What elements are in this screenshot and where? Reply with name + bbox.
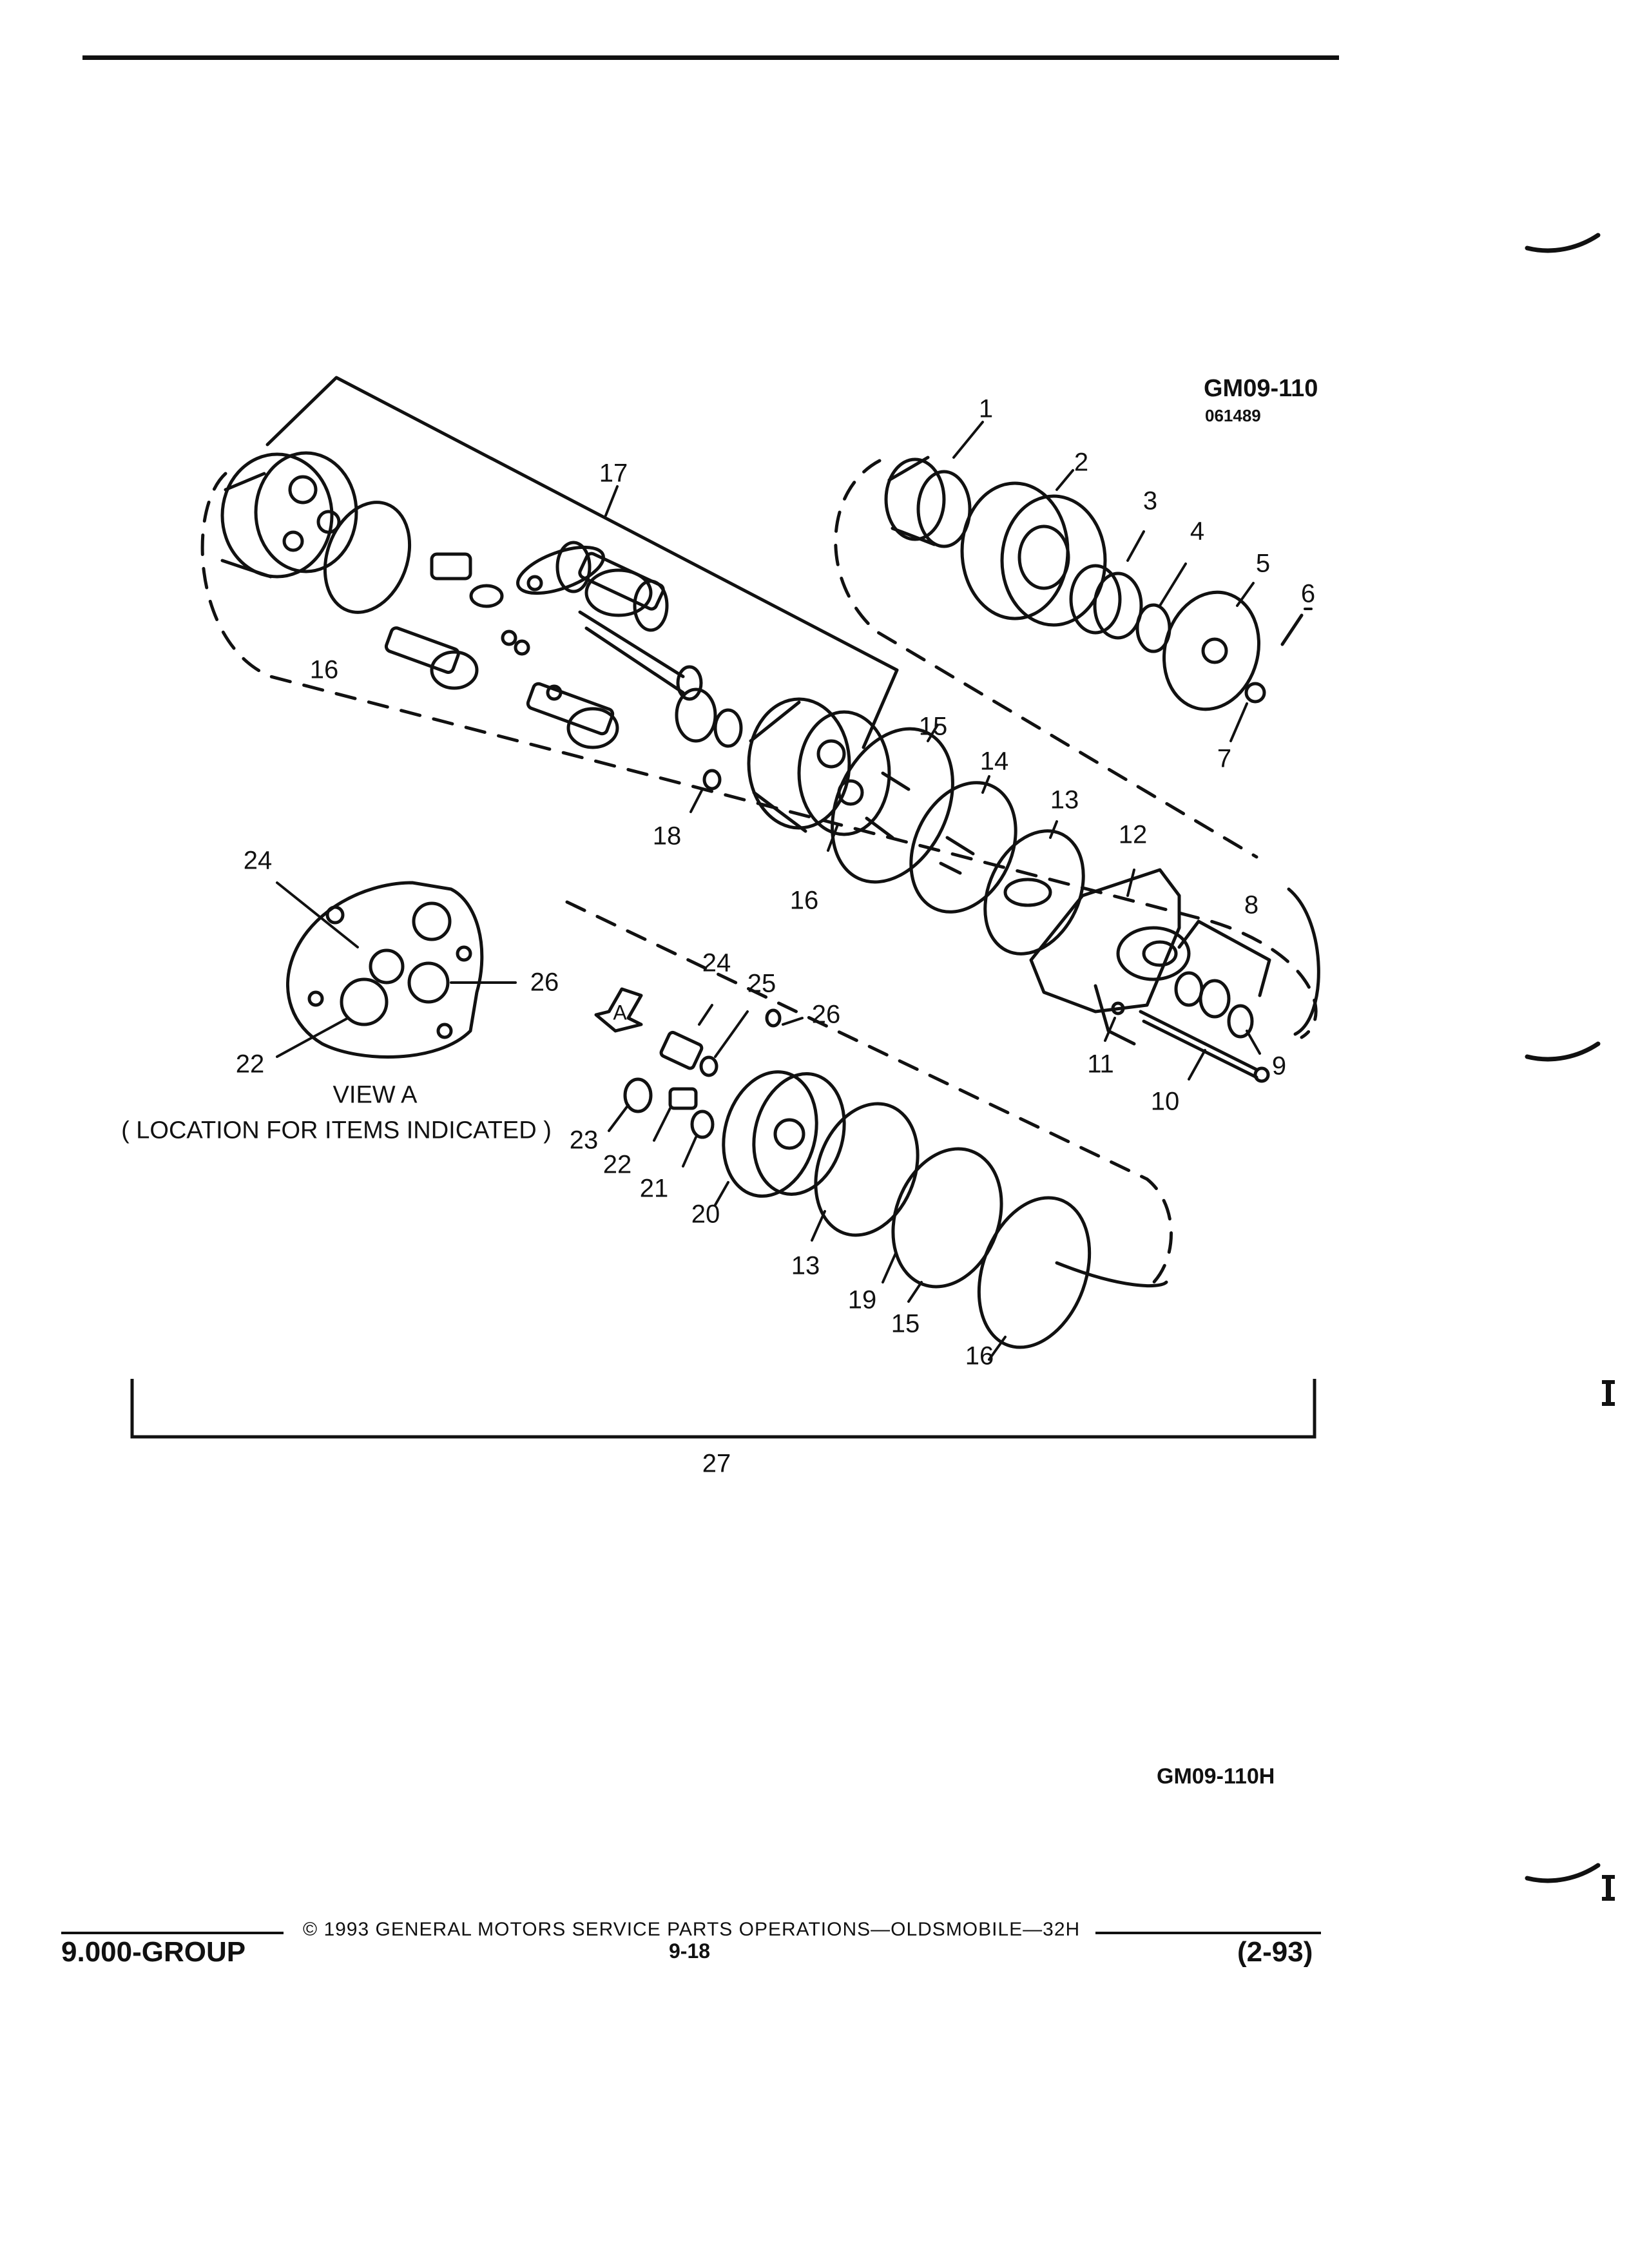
callout-13b: 13 [791, 1251, 820, 1280]
callout-24a: 24 [243, 846, 273, 875]
callout-16b: 16 [789, 886, 819, 915]
figure-code: GM09-110 [1204, 375, 1318, 402]
bearing-3 [1069, 530, 1145, 640]
suction-reed-14 [909, 781, 1017, 914]
callout-10: 10 [1150, 1087, 1180, 1116]
footer-page-number: 9-18 [669, 1939, 711, 1963]
view-a-caption: ( LOCATION FOR ITEMS INDICATED ) [121, 1117, 552, 1144]
callout-8: 8 [1244, 890, 1259, 919]
seal-8a [1174, 971, 1204, 1007]
callout-12: 12 [1118, 820, 1148, 849]
switch-22 [668, 1087, 698, 1110]
view-a-detail [276, 881, 517, 1059]
o-ring-25 [699, 1055, 718, 1077]
bracket-27 [130, 1379, 1316, 1439]
snap-ring-23 [623, 1077, 653, 1113]
bracket-8 [1177, 919, 1271, 997]
pin-6 [1280, 613, 1304, 646]
gasket-13b [814, 1102, 920, 1237]
rear-envelope [1055, 1261, 1168, 1288]
callout-23: 23 [569, 1126, 599, 1155]
assembly-envelope-lower [565, 900, 1173, 1291]
footer-copyright: © 1993 GENERAL MOTORS SERVICE PARTS OPER… [303, 1919, 1081, 1940]
nut-7 [1244, 682, 1266, 704]
callout-16c: 16 [965, 1341, 994, 1370]
callout-2: 2 [1074, 448, 1089, 477]
callout-16a: 16 [309, 655, 339, 684]
callout-25: 25 [747, 969, 776, 998]
front-head-12 [1029, 868, 1191, 1046]
callout-13a: 13 [1050, 785, 1079, 814]
callout-7: 7 [1217, 744, 1232, 773]
gasket-13a [983, 829, 1085, 956]
part-18 [702, 769, 722, 791]
figure-date-code: 061489 [1205, 406, 1261, 425]
assembly-envelope-upper [200, 472, 1318, 1039]
callout-15b: 15 [891, 1309, 920, 1338]
view-a-arrow-letter: A [613, 1001, 627, 1024]
footer-rule-left [61, 1932, 284, 1934]
callout-21: 21 [639, 1174, 669, 1203]
footer-date: (2-93) [1237, 1936, 1313, 1968]
callout-9: 9 [1271, 1052, 1287, 1081]
leader-17 [604, 485, 619, 517]
hub-5 [1162, 582, 1261, 711]
callout-26b: 26 [811, 1000, 841, 1029]
callout-19: 19 [847, 1285, 877, 1314]
part-26 [765, 1008, 782, 1028]
margin-marks [1525, 233, 1615, 1901]
callout-22b: 22 [602, 1150, 632, 1179]
callout-3: 3 [1142, 486, 1158, 515]
front-head-envelope [1287, 887, 1320, 1036]
top-rule [82, 55, 1339, 60]
seal-8b [1199, 979, 1231, 1019]
through-bolt-10 [1139, 1010, 1258, 1072]
callout-4: 4 [1190, 517, 1205, 546]
footer-group: 9.000-GROUP [61, 1936, 246, 1968]
bracket-27-label: 27 [702, 1449, 731, 1478]
callout-20: 20 [691, 1200, 720, 1229]
part-11 [1111, 1001, 1125, 1015]
front-cylinder [747, 697, 891, 836]
valve-plate-15a [831, 727, 954, 884]
piston-shaft-group [384, 541, 743, 749]
view-a-label: VIEW A [333, 1081, 418, 1109]
view-a-arrow [594, 987, 643, 1033]
callout-18: 18 [652, 822, 682, 850]
footer-rule-right [1095, 1932, 1321, 1934]
rear-head-20 [714, 1070, 846, 1206]
callout-22a: 22 [235, 1050, 265, 1079]
callout-26a: 26 [530, 968, 559, 997]
o-ring-16c [977, 1196, 1092, 1349]
callout-6: 6 [1300, 579, 1316, 608]
valve-plate-15b [891, 1147, 1003, 1289]
o-ring-21 [690, 1110, 715, 1139]
callout-17: 17 [599, 459, 628, 488]
bottom-figure-code: GM09-110H [1157, 1764, 1275, 1789]
callout-15a: 15 [918, 712, 948, 741]
callout-11: 11 [1087, 1050, 1114, 1079]
callout-24b: 24 [702, 948, 731, 977]
callout-1: 1 [978, 394, 994, 423]
seal-9 [1227, 1004, 1254, 1039]
o-ring-16a [323, 501, 412, 614]
pulley-2 [960, 469, 1107, 627]
clutch-coil-1 [884, 421, 984, 548]
callout-14: 14 [979, 747, 1009, 776]
clutch-envelope [834, 459, 1258, 859]
rear-shell-16 [220, 451, 358, 579]
bracket-17 [265, 376, 899, 749]
callout-5: 5 [1255, 549, 1271, 578]
valve-24 [659, 1004, 713, 1070]
